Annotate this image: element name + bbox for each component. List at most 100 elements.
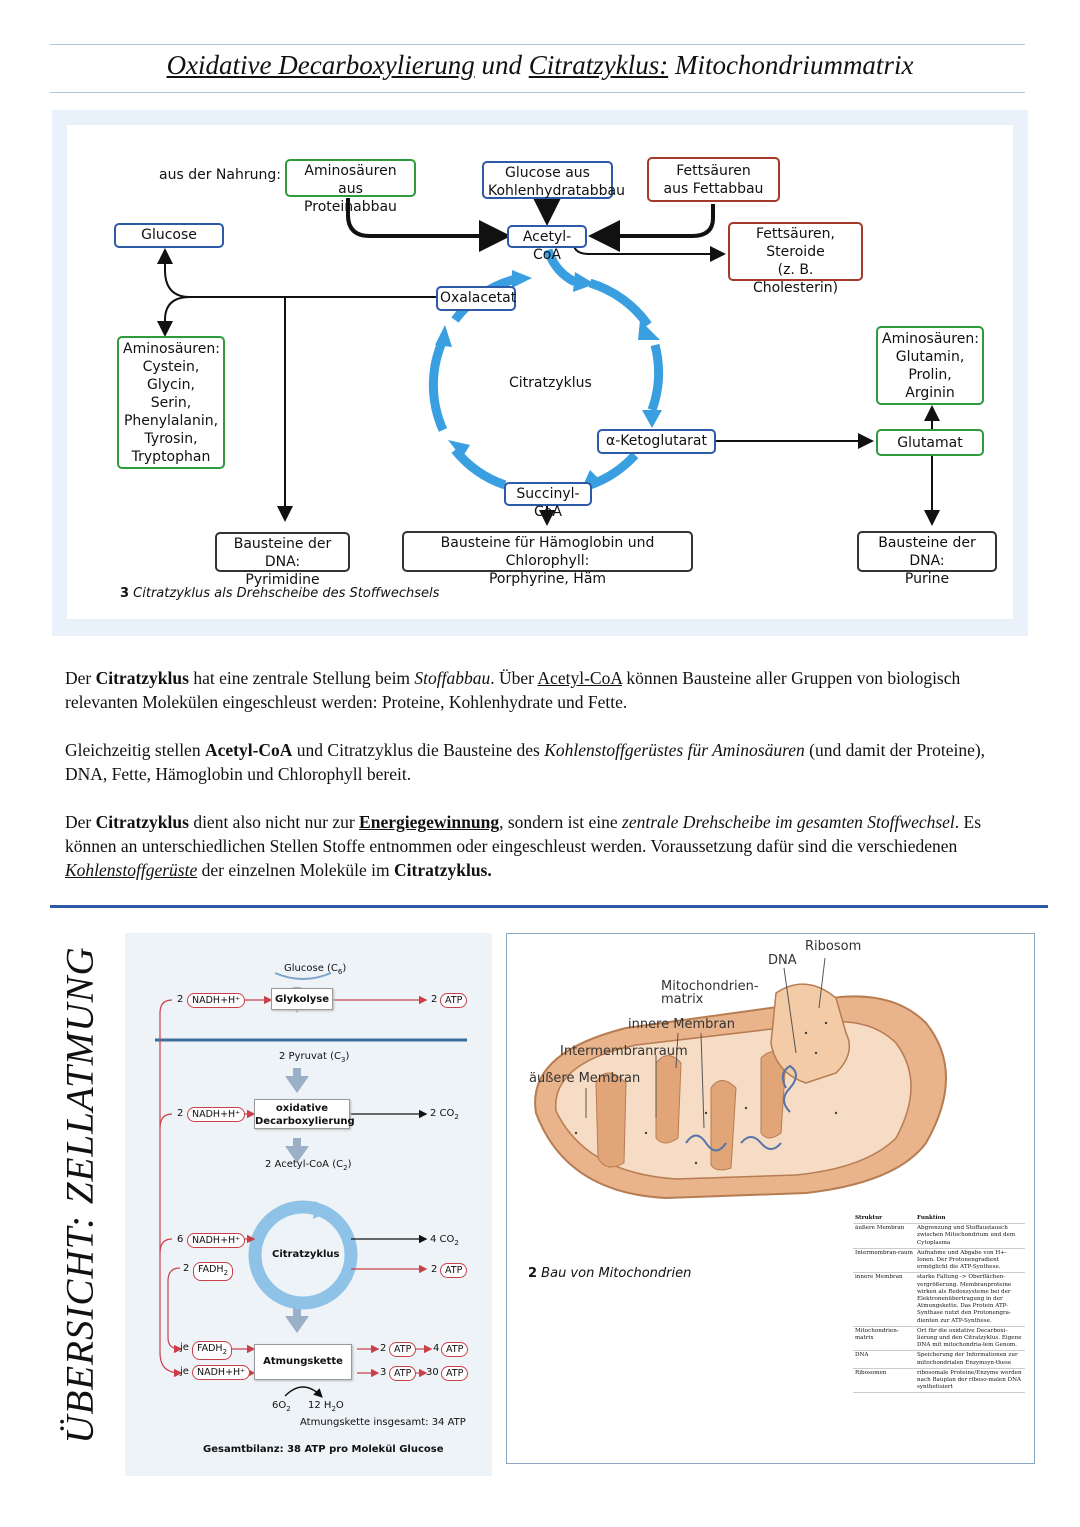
page-title: Oxidative Decarboxylierung und Citratzyk… [0, 50, 1080, 81]
ov-atp-1-count: 2 [431, 994, 438, 1005]
text-segment: (und damit der Proteine), DNA, Fette, Hä… [65, 740, 986, 784]
text-segment: . Es können an unterschiedlichen Stellen… [65, 812, 982, 856]
text-segment: und Citratzyklus die Bausteine des [292, 740, 545, 760]
top-rule [50, 44, 1025, 45]
box-fatty-from-fat: Fettsäuren aus Fettabbau [647, 157, 780, 202]
ov-atp-f2: ATP [441, 1366, 469, 1381]
ov-co2-2-sub: 2 [454, 1239, 459, 1247]
ov-fadh-je: FADH2 [192, 1341, 233, 1360]
text-segment: zentrale Drehscheibe im gesamten Stoffwe… [622, 812, 955, 832]
ov-nadh-je: NADH+H⁺ [192, 1365, 251, 1380]
caption-2-number: 2 [528, 1266, 538, 1281]
ov-h2o-text: 12 H [308, 1400, 332, 1411]
mitochondrion-illustration [534, 957, 947, 1200]
ov-atp-f1: ATP [441, 1342, 469, 1357]
figure-2-caption: 2 Bau von Mitochondrien [528, 1266, 691, 1281]
ov-h2o-end: O [335, 1400, 344, 1411]
box-glucose-from-carbs: Glucose aus Kohlenhydratabbau [482, 161, 625, 199]
arrow-fatty-to-acetyl [588, 204, 715, 252]
ov-fadh-2: FADH2 [193, 1262, 234, 1281]
box-dna-pyrimidine: Bausteine der DNA: Pyrimidine [215, 532, 350, 588]
label-intermembrane: Intermembranraum [560, 1044, 688, 1059]
ov-atp-f2-count: 30 [426, 1367, 439, 1378]
ov-fadh-2-sub: 2 [223, 1268, 229, 1277]
table-cell: Mitochondrien-matrix [853, 1326, 915, 1352]
table-cell: innere Membran [853, 1272, 915, 1327]
caption-text: Citratzyklus als Drehscheibe des Stoffwe… [129, 586, 440, 601]
ov-glucose-text: Glucose (C [284, 963, 338, 974]
title-part-3: Citratzyklus: [528, 50, 669, 80]
ov-h2o-sub: 2 [331, 1405, 336, 1413]
text-segment: hat eine zentrale Stellung beim [188, 668, 415, 688]
text-segment: , sondern ist eine [499, 812, 623, 832]
ov-nadh-1: NADH+H⁺ [187, 993, 246, 1008]
ov-nadh-3-count: 6 [177, 1234, 184, 1245]
ov-atp-r1: ATP [389, 1342, 417, 1357]
ov-je-nadh: je [180, 1366, 189, 1377]
ov-co2-1-text: 2 CO [430, 1108, 455, 1119]
ov-fadh-je-text: FADH [197, 1343, 223, 1354]
ov-nadh-2-count: 2 [177, 1108, 184, 1119]
table-cell: starke Faltung -> Oberflächen-vergrößeru… [915, 1272, 1025, 1327]
title-part-4: Mitochondriummatrix [668, 50, 914, 80]
ov-acetyl-sub: 2 [343, 1164, 348, 1172]
section-divider [50, 905, 1048, 908]
text-segment: Acetyl-CoA [204, 740, 293, 760]
arrow-to-amino-left [157, 296, 191, 337]
text-segment: Citratzyklus. [394, 860, 492, 880]
title-part-2: und [474, 50, 529, 80]
ov-fadh-2-count: 2 [183, 1263, 190, 1274]
paragraph-1: Der Citratzyklus hat eine zentrale Stell… [65, 666, 1030, 714]
table-header-function: Funktion [915, 1214, 1025, 1225]
ov-acetyl: 2 Acetyl-CoA (C2) [265, 1159, 352, 1172]
ov-atp-r2: ATP [389, 1366, 417, 1381]
box-hemoglobin: Bausteine für Hämoglobin und Chlorophyll… [402, 531, 693, 587]
box-glucose: Glucose [114, 223, 224, 248]
ov-glykolyse: Glykolyse [271, 988, 333, 1010]
label-ribosom: Ribosom [805, 939, 862, 954]
ov-je-fadh: je [180, 1342, 189, 1353]
table-cell: DNA [853, 1350, 915, 1369]
cycle-arrowhead [642, 410, 662, 428]
box-glutamat: Glutamat [876, 429, 984, 456]
box-oxalacetat: Oxalacetat [436, 286, 516, 311]
ov-atp-2: ATP [440, 1263, 468, 1278]
label-matrix: Mitochondrien- matrix [661, 979, 759, 1007]
label-dna: DNA [768, 953, 797, 968]
line-oxalacetat-left [157, 248, 436, 298]
text-segment: Der [65, 668, 96, 688]
cycle-arrowhead [512, 270, 532, 288]
ov-o2-text: 6O [272, 1400, 287, 1411]
ov-o2: 6O2 [272, 1400, 291, 1413]
table-header-structure: Struktur [853, 1214, 915, 1225]
ov-glucose-sub: 6 [337, 968, 343, 976]
ov-co2-2: 4 CO2 [430, 1234, 459, 1247]
label-outer-membrane: äußere Membran [529, 1071, 641, 1086]
overview-arrows [155, 972, 467, 1398]
text-segment: Acetyl-CoA [537, 668, 622, 688]
ov-atmungskette-total: Atmungskette insgesamt: 34 ATP [300, 1417, 466, 1428]
arrow-acetyl-to-steroids [573, 243, 726, 262]
ov-pyruvat-text: 2 Pyruvat (C [279, 1051, 341, 1062]
ov-nadh-3: NADH+H⁺ [187, 1233, 246, 1248]
ov-atp-2-count: 2 [431, 1264, 438, 1275]
box-amino-from-protein: Aminosäuren aus Proteinabbau [285, 159, 416, 215]
label-inner-membrane: innere Membran [628, 1017, 735, 1032]
caption-2-text: Bau von Mitochondrien [537, 1266, 692, 1281]
box-dna-purine: Bausteine der DNA: Purine [857, 531, 997, 587]
text-segment: dient also nicht nur zur [188, 812, 360, 832]
text-segment: Citratzyklus [95, 812, 189, 832]
side-title-text: ÜBERSICHT: ZELLATMUNG [58, 946, 102, 1444]
from-food-label: aus der Nahrung: [159, 167, 281, 183]
ov-co2-1: 2 CO2 [430, 1108, 459, 1121]
table-cell: Aufnahme und Abgabe von H+-Ionen. Der Pr… [915, 1248, 1025, 1274]
cycle-arrowhead [435, 325, 452, 347]
text-segment: . Über [490, 668, 538, 688]
ov-co2-2-text: 4 CO [430, 1234, 455, 1245]
text-segment: Stoffabbau [414, 668, 491, 688]
table-cell: Abgrenzung und Stoffaustausch zwischen M… [915, 1223, 1025, 1249]
